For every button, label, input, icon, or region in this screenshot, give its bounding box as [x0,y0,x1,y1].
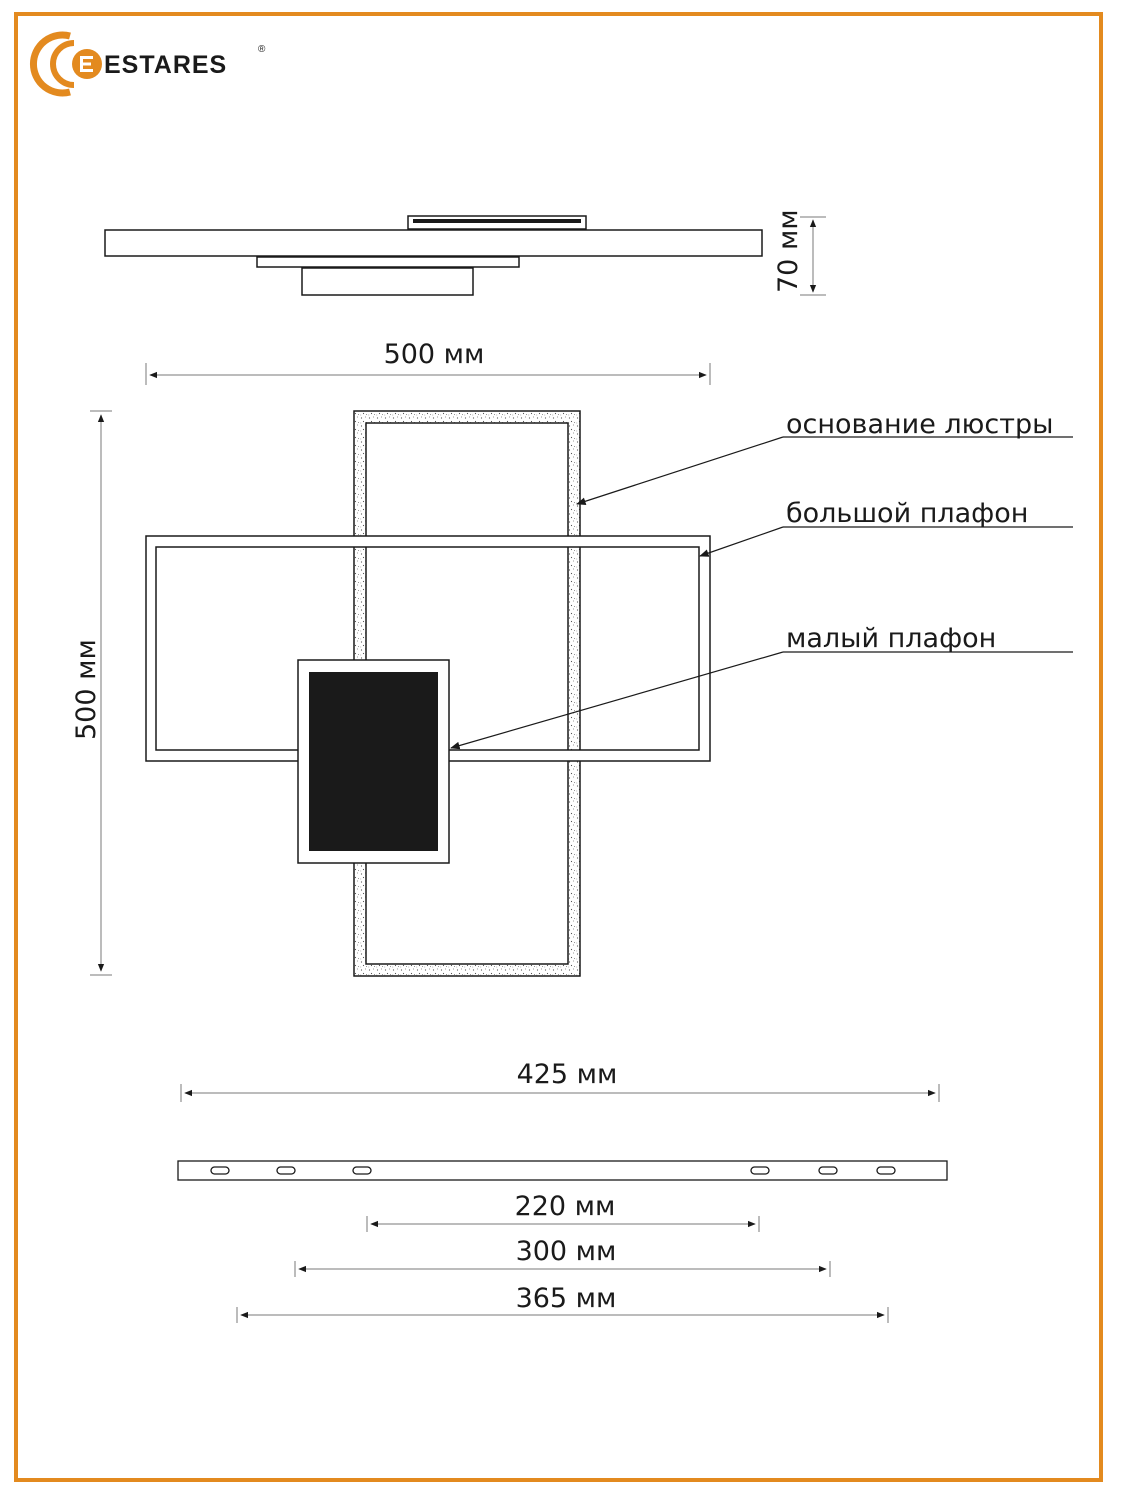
mounting-hole [276,1166,296,1175]
large-shade [145,535,711,762]
callout-small-shade-label: малый плафон [786,623,996,654]
dimension-bar-length-label: 425 мм [517,1059,618,1090]
dimension-bar-length [180,1084,940,1102]
dimension-width-label: 500 мм [384,339,485,370]
logo-wordmark: ESTARES [104,51,227,79]
mounting-bar [177,1160,948,1181]
callout-small-shade [450,651,1073,750]
dimension-holes-300 [294,1261,831,1277]
registered-mark: ® [258,44,266,55]
dimension-height-label: 70 мм [773,209,804,293]
callout-large-shade-label: большой плафон [786,498,1028,529]
callout-large-shade [699,526,1073,557]
logo-emblem-icon [29,31,102,97]
mounting-hole [818,1166,838,1175]
side-top-plate-inner [413,219,581,223]
dimension-holes-220 [366,1216,760,1232]
side-main-shade [104,229,763,257]
callout-base [576,436,1073,505]
dimension-height [800,216,826,296]
mounting-hole [750,1166,770,1175]
dimension-holes-220-label: 220 мм [515,1191,616,1222]
mounting-hole [352,1166,372,1175]
brand-logo: ESTARES ® [29,31,266,97]
callout-base-label: основание люстры [786,409,1053,440]
dimension-holes-365 [236,1307,889,1323]
dimension-width [145,363,711,385]
side-bottom-body [301,267,474,296]
mounting-hole [876,1166,896,1175]
side-small-shade [256,256,520,268]
page-frame [14,12,1103,1482]
dimension-length [90,410,112,976]
mounting-hole [210,1166,230,1175]
small-shade [297,659,450,864]
dimension-length-label: 500 мм [71,639,102,740]
side-view [104,215,763,296]
dimension-holes-365-label: 365 мм [516,1283,617,1314]
dimension-holes-300-label: 300 мм [516,1236,617,1267]
